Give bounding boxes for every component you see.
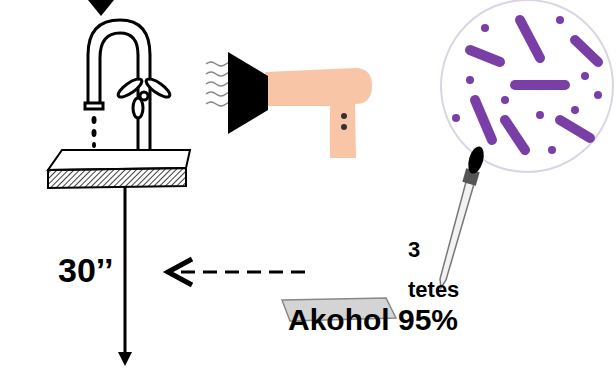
arrow-head [88, 0, 114, 16]
sink [48, 150, 190, 188]
arrow-head [168, 259, 192, 285]
step-label: 3 tetes [408, 230, 470, 310]
dashed-arrow [175, 271, 305, 274]
faucet [85, 20, 172, 150]
step-label: 30’’ [58, 248, 168, 292]
water-drops [92, 116, 97, 148]
bacteria-view [441, 0, 613, 172]
dropper [440, 145, 487, 288]
hair-dryer [228, 52, 372, 158]
step-label: Akohol 95% [288, 302, 528, 338]
flow-arrow [124, 186, 127, 356]
arrow-head [118, 352, 132, 366]
